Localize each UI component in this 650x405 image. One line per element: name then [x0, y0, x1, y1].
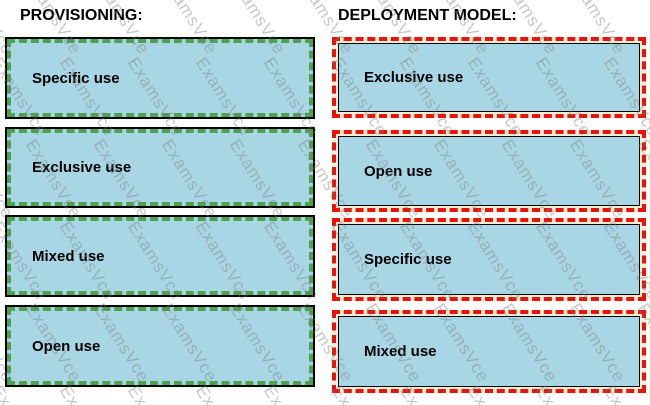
box-label: Exclusive use — [364, 69, 464, 86]
blue-answer-box: Open use — [338, 136, 640, 206]
provisioning-heading: PROVISIONING: — [20, 7, 143, 24]
box-label: Mixed use — [364, 343, 437, 360]
box-label: Open use — [364, 162, 433, 180]
deployment-item-exclusive-use[interactable]: Exclusive use — [332, 37, 646, 118]
box-label: Exclusive use — [32, 159, 132, 176]
box-label: Open use — [32, 337, 101, 355]
provisioning-item-exclusive-use[interactable]: Exclusive use — [5, 127, 315, 208]
deployment-item-specific-use[interactable]: Specific use — [332, 218, 646, 301]
blue-answer-box: Exclusive use — [338, 43, 640, 112]
box-label: Mixed use — [32, 247, 105, 265]
box-label: Specific use — [32, 69, 120, 87]
deployment-model-heading: DEPLOYMENT MODEL: — [338, 7, 517, 24]
provisioning-item-mixed-use[interactable]: Mixed use — [5, 215, 315, 297]
box-label: Specific use — [364, 251, 452, 268]
deployment-item-mixed-use[interactable]: Mixed use — [332, 310, 646, 393]
deployment-item-open-use[interactable]: Open use — [332, 130, 646, 212]
blue-answer-box: Specific use — [338, 224, 640, 295]
blue-answer-box: Mixed use — [338, 316, 640, 387]
provisioning-item-specific-use[interactable]: Specific use — [5, 37, 315, 119]
provisioning-item-open-use[interactable]: Open use — [5, 305, 315, 387]
